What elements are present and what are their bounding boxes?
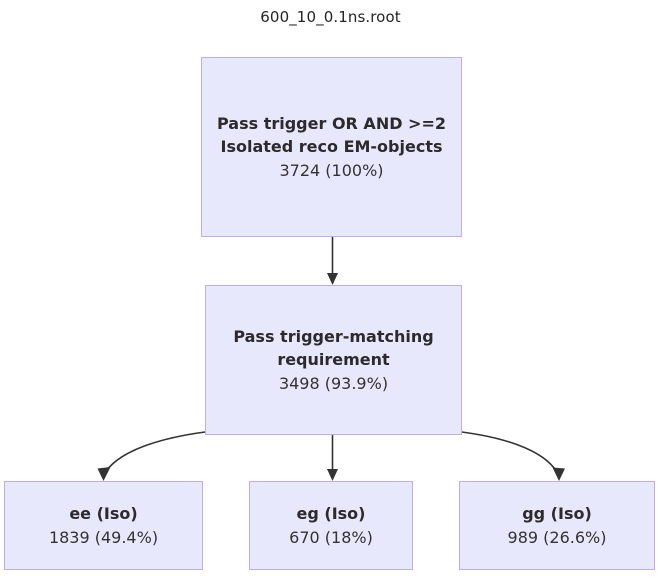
- node-label: ee (Iso): [69, 504, 138, 524]
- node-label: Pass trigger-matching requirement: [233, 327, 434, 370]
- page-title: 600_10_0.1ns.root: [260, 8, 401, 26]
- node-eg-iso[interactable]: eg (Iso) 670 (18%): [249, 481, 413, 570]
- node-label: gg (Iso): [522, 504, 592, 524]
- node-pass-trigger-matching[interactable]: Pass trigger-matching requirement 3498 (…: [205, 285, 462, 435]
- node-pass-trigger-or[interactable]: Pass trigger OR AND >=2 Isolated reco EM…: [201, 57, 462, 237]
- node-gg-iso[interactable]: gg (Iso) 989 (26.6%): [459, 481, 655, 570]
- node-count: 989 (26.6%): [507, 527, 607, 547]
- node-ee-iso[interactable]: ee (Iso) 1839 (49.4%): [4, 481, 203, 570]
- edge-match-to-gg: [461, 431, 565, 481]
- node-count: 3498 (93.9%): [278, 373, 389, 393]
- edge-match-to-eg: [327, 435, 338, 481]
- edge-match-to-ee: [97, 431, 206, 481]
- node-label: eg (Iso): [296, 504, 366, 524]
- node-count: 670 (18%): [289, 527, 373, 547]
- node-label: Pass trigger OR AND >=2 Isolated reco EM…: [216, 114, 446, 157]
- node-count: 1839 (49.4%): [48, 527, 159, 547]
- edge-root-to-match: [327, 237, 338, 285]
- node-count: 3724 (100%): [279, 160, 384, 180]
